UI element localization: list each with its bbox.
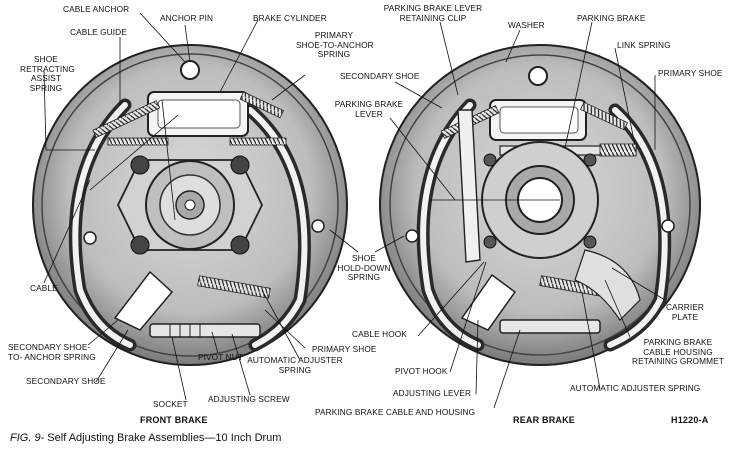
label-pivot-nut: PIVOT NUT [198,352,244,362]
label-cable-hook: CABLE HOOK [352,329,407,339]
label-carrier-plate: CARRIER PLATE [655,302,715,322]
label-line: RETAINING GROMMET [632,356,724,367]
label-line: ASSIST [30,73,62,84]
label-pivot-hook: PIVOT HOOK [395,366,448,376]
label-cable-anchor: CABLE ANCHOR [63,4,130,14]
front-brake-title: FRONT BRAKE [140,415,208,425]
label-line: PRIMARY [314,30,354,40]
label-primary-shoe-anchor-spring: PRIMARY SHOE-TO-ANCHOR SPRING [296,30,374,60]
label-cable: CABLE [30,283,58,293]
label-line: SHOE [34,54,58,64]
label-line: SPRING [278,364,312,375]
label-washer: WASHER [508,20,545,30]
label-socket: SOCKET [153,399,188,409]
label-secondary-shoe-anchor-spring: SECONDARY SHOE- TO- ANCHOR SPRING [8,342,96,362]
label-primary-shoe-rear: PRIMARY SHOE [658,68,723,78]
label-parking-brake: PARKING BRAKE [577,13,646,23]
label-secondary-shoe: SECONDARY SHOE [26,376,106,386]
label-line: PLATE [671,311,699,322]
label-line: SPRING [317,49,351,60]
label-adjusting-screw: ADJUSTING SCREW [208,394,290,404]
label-shoe-hold-down-spring: SHOE HOLD-DOWN SPRING [336,253,392,283]
label-line: AUTOMATIC ADJUSTER [247,355,343,365]
label-line: CABLE HOUSING [643,346,713,357]
label-cable-guide: CABLE GUIDE [70,27,127,37]
label-line: CARRIER [665,302,705,312]
rear-link-spring [599,143,637,157]
label-parking-brake-cable: PARKING BRAKE CABLE AND HOUSING [315,407,476,417]
label-anchor-pin: ANCHOR PIN [160,13,214,23]
label-line: PARKING BRAKE [643,337,713,347]
label-line: PARKING BRAKE [334,99,404,109]
label-line: SPRING [347,272,381,283]
rear-brake-assembly [379,44,701,366]
label-line: RETAINING CLIP [399,12,467,23]
label-link-spring: LINK SPRING [617,40,671,50]
label-parking-brake-lever-clip: PARKING BRAKE LEVER RETAINING CLIP [373,3,493,23]
front-hold-down-spring [311,219,325,233]
front-adjuster-spring [197,275,271,299]
rear-adjusting-screw [499,319,601,334]
front-anchor-pin [180,60,200,80]
rear-parking-brake-lever [457,109,481,263]
label-line: SHOE [352,253,376,263]
figure-code: H1220-A [671,415,709,425]
front-brake-assembly [32,44,348,366]
label-automatic-adjuster-spring: AUTOMATIC ADJUSTER SPRING [240,355,350,375]
label-line: SECONDARY SHOE- [8,342,91,352]
label-adjusting-lever: ADJUSTING LEVER [393,388,472,398]
label-brake-cylinder: BRAKE CYLINDER [253,13,327,23]
label-line: LEVER [355,108,383,119]
leader-lines [43,12,666,409]
label-line: SHOE-TO-ANCHOR [296,39,374,50]
label-shoe-retracting-spring: SHOE RETRACTING ASSIST SPRING [20,54,75,93]
label-automatic-adjuster-spring-rear: AUTOMATIC ADJUSTER SPRING [570,383,701,393]
rear-brake-title: REAR BRAKE [513,415,576,425]
figure-caption-text: Self Adjusting Brake Assemblies—10 Inch … [47,432,282,444]
label-line: HOLD-DOWN [337,262,391,273]
label-cable-housing-grommet: PARKING BRAKE CABLE HOUSING RETAINING GR… [622,337,734,367]
front-primary-anchor-spring [239,91,284,119]
label-line: SPRING [29,82,63,93]
front-shoe-retracting-spring [92,100,161,138]
label-line: PARKING BRAKE LEVER [383,3,483,13]
figure-number: FIG. 9- [10,432,45,444]
label-primary-shoe: PRIMARY SHOE [312,344,377,354]
front-adjusting-lever [113,270,174,331]
label-line: TO- ANCHOR SPRING [8,351,96,362]
label-secondary-shoe-rear: SECONDARY SHOE [340,71,420,81]
figure-caption: FIG. 9- Self Adjusting Brake Assemblies—… [10,432,281,444]
label-line: RETRACTING [20,63,75,74]
rear-anchor-pin [528,66,548,86]
front-adjusting-screw [149,323,261,338]
label-parking-brake-lever: PARKING BRAKE LEVER [327,99,411,119]
